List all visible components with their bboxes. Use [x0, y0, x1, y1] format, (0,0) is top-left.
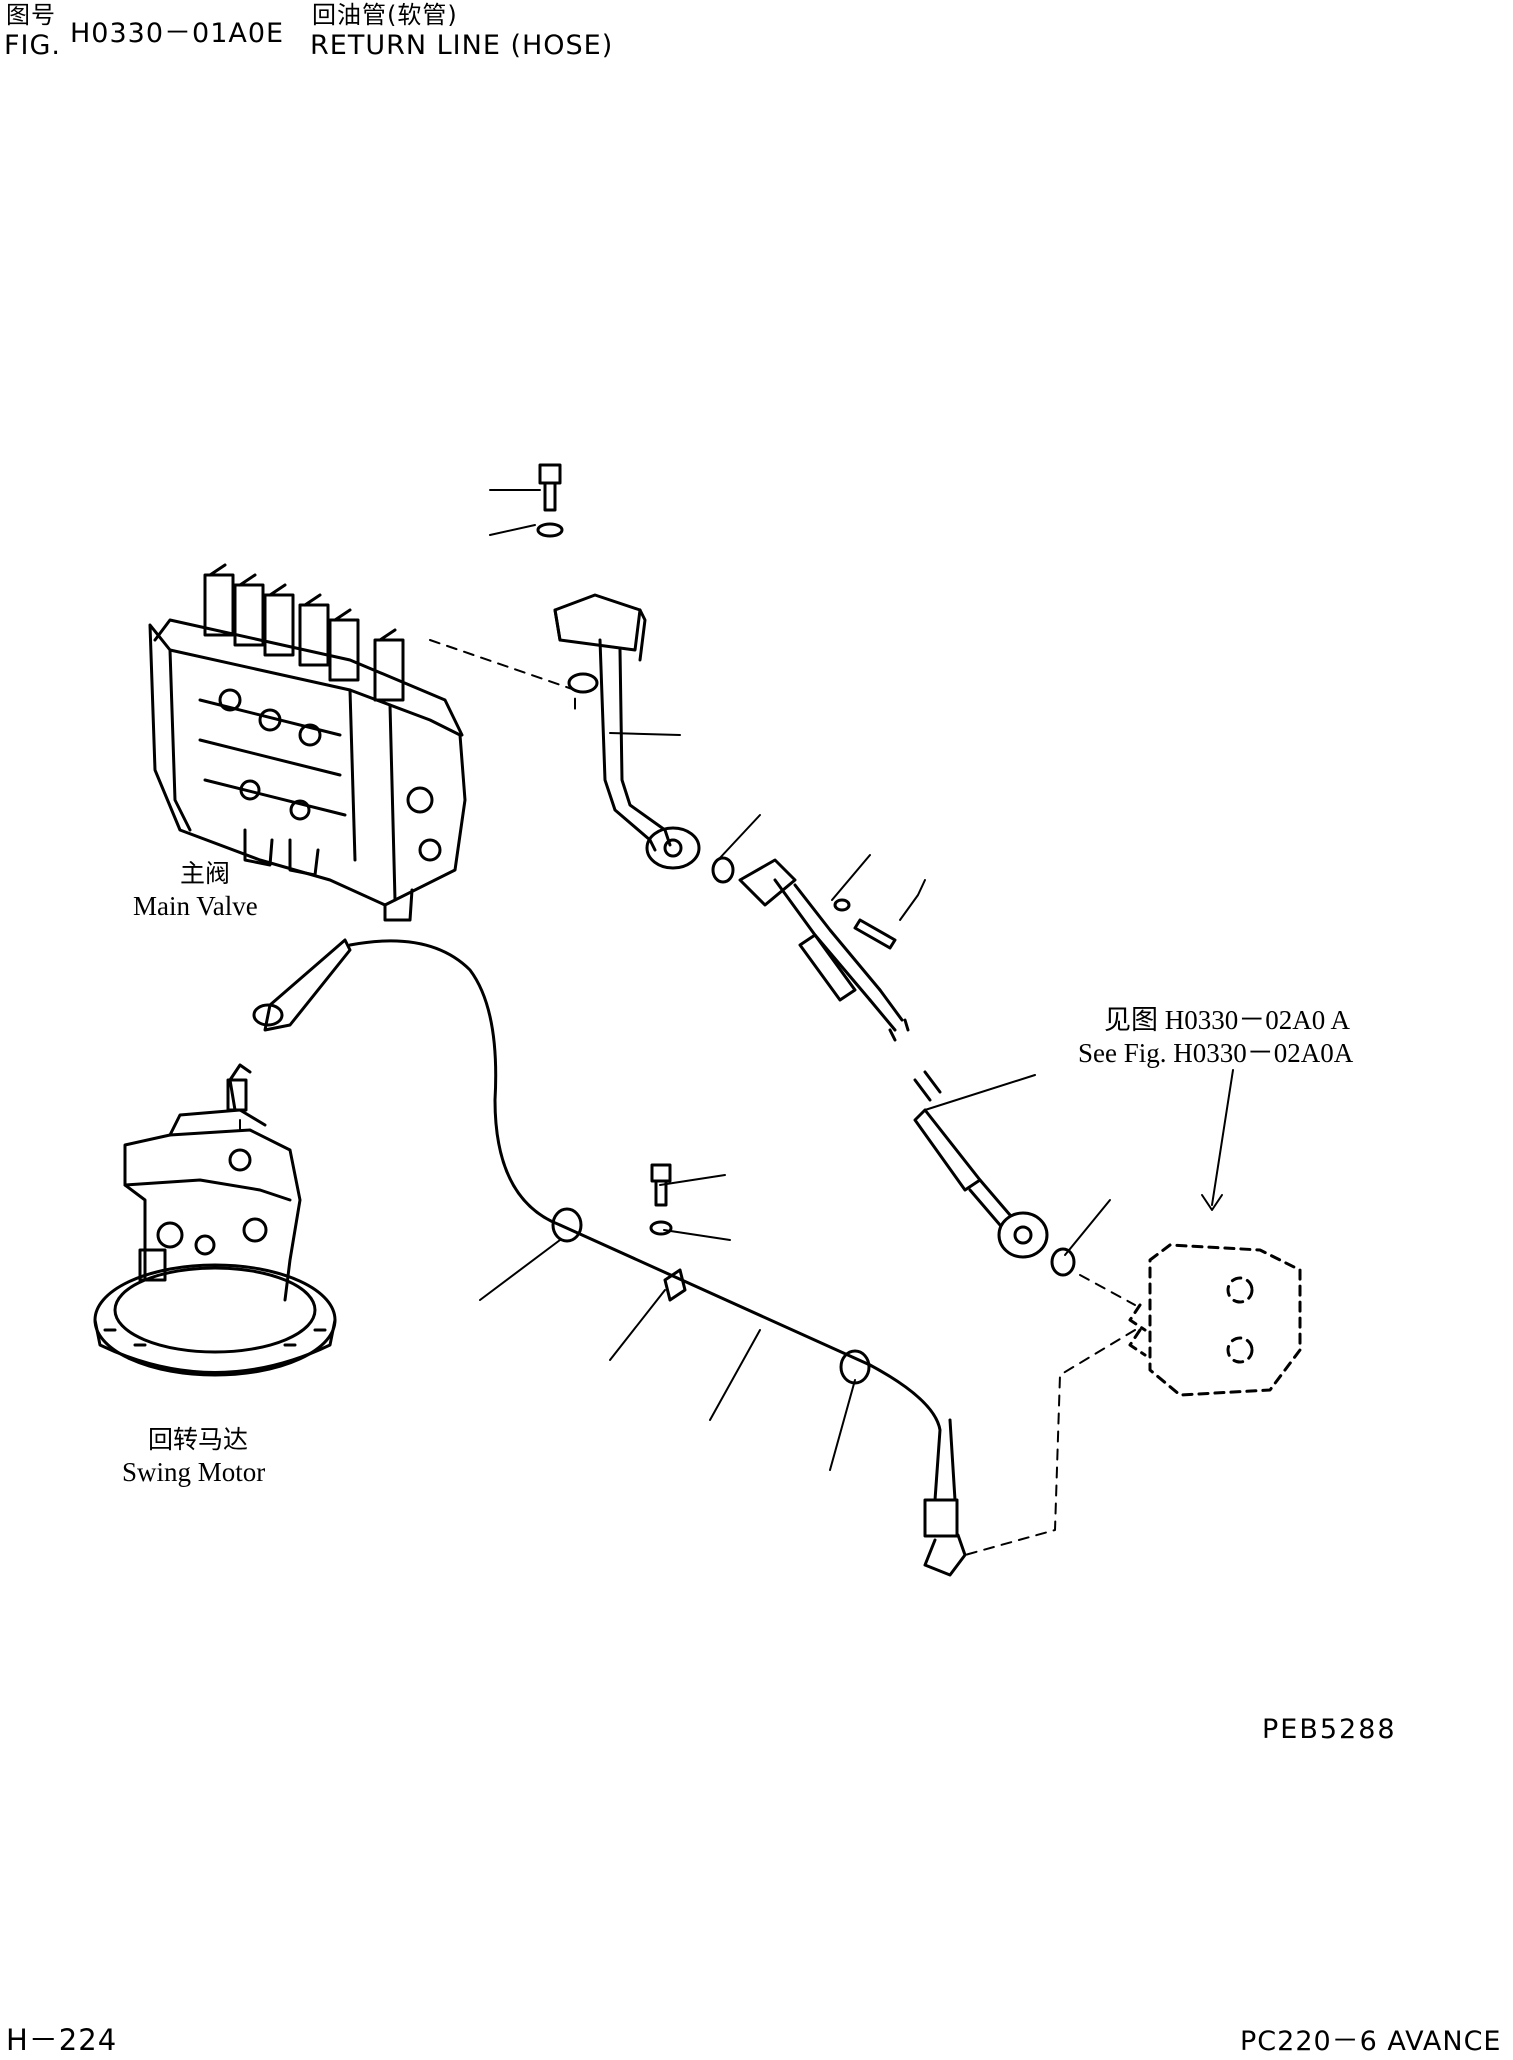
reference-label-cn: 见图 H0330－02A0 A	[1104, 1005, 1351, 1035]
swing-motor-label-en: Swing Motor	[122, 1457, 266, 1487]
fig-label-cn: 图号	[6, 1, 56, 29]
figure-number: H0330－01A0E	[70, 18, 285, 49]
model-name: PC220－6 AVANCE	[1240, 2026, 1502, 2057]
swing-motor-drawing	[93, 1063, 337, 1377]
title-en: RETURN LINE (HOSE)	[310, 30, 614, 61]
main-valve-label-cn: 主阀	[180, 861, 231, 888]
drain-tube	[252, 938, 967, 1577]
port-block	[1128, 1243, 1302, 1397]
return-pipe	[536, 463, 735, 884]
dashed-connections	[239, 639, 1136, 1556]
title-cn: 回油管(软管)	[312, 1, 458, 29]
reference-label-en: See Fig. H0330－02A0A	[1078, 1038, 1354, 1068]
fig-label-en: FIG.	[4, 30, 61, 61]
drawing-code: PEB5288	[1262, 1714, 1397, 1745]
main-valve-label-en: Main Valve	[133, 891, 258, 921]
main-valve-drawing	[148, 563, 467, 922]
return-hose	[738, 858, 1076, 1277]
leader-lines	[479, 489, 1234, 1471]
swing-motor-label-cn: 回转马达	[148, 1427, 249, 1454]
page-number: H－224	[6, 2023, 118, 2057]
